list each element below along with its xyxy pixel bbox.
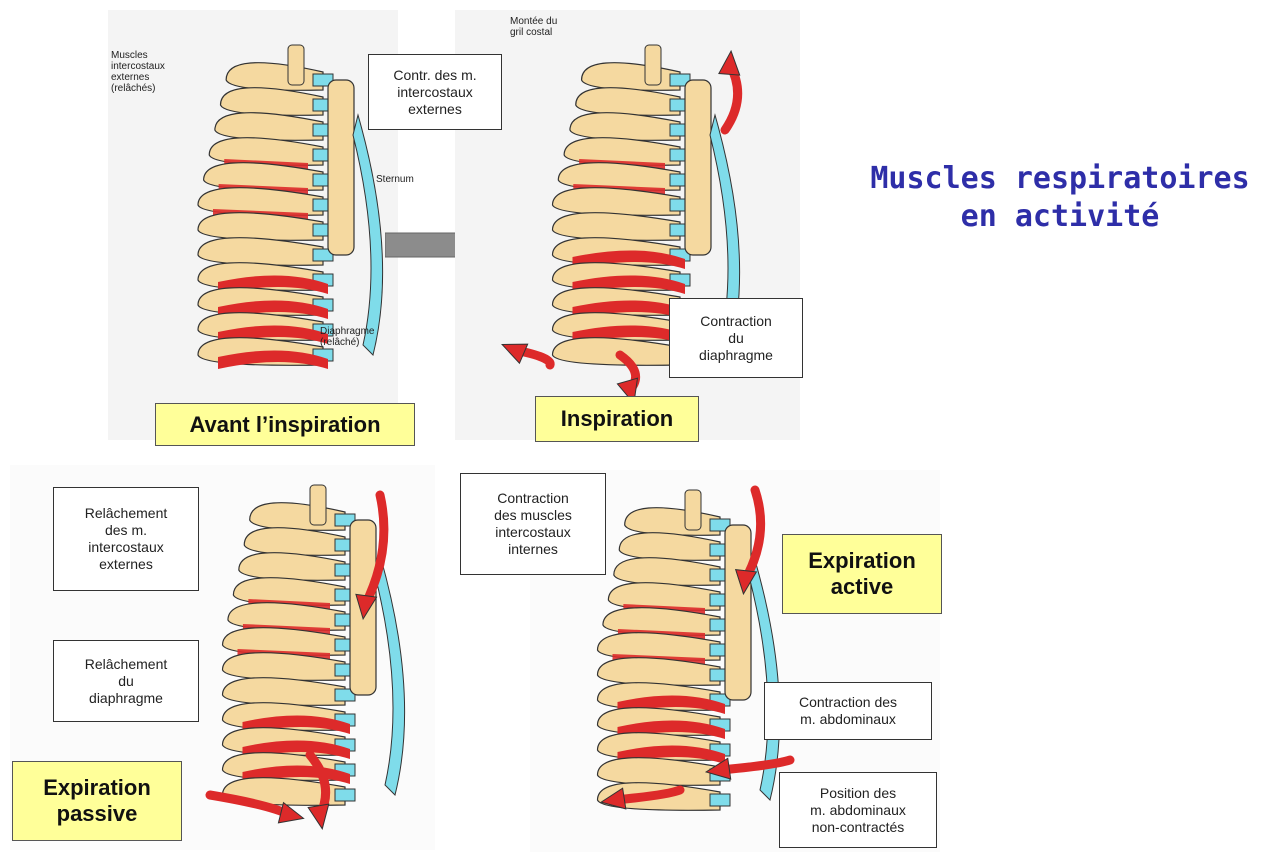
rib	[239, 553, 345, 581]
spine	[288, 45, 304, 85]
spine	[685, 490, 701, 530]
rib	[198, 238, 323, 266]
label-abdominal-rest-position: Position des m. abdominaux non-contracté…	[779, 772, 937, 848]
rib	[223, 678, 346, 706]
rib	[619, 533, 720, 561]
rib	[576, 88, 680, 116]
rib	[570, 113, 680, 141]
spine	[310, 485, 326, 525]
label-sternum: Sternum	[376, 174, 414, 185]
label-intercostal-contraction: Contr. des m. intercostaux externes	[368, 54, 502, 130]
rib	[226, 63, 323, 91]
motion-arrow-head	[502, 344, 528, 363]
stage-before-inspiration: Avant l’inspiration	[155, 403, 415, 446]
motion-arrow-head	[308, 804, 329, 829]
ribcage-group	[198, 45, 383, 369]
costal-margin	[353, 115, 383, 355]
label-intercostal-relax: Relâchement des m. intercostaux externes	[53, 487, 199, 591]
rib	[625, 508, 720, 536]
label-diaphragm-relax: Relâchement du diaphragme	[53, 640, 199, 722]
sternum	[328, 80, 354, 255]
rib	[598, 758, 721, 786]
label-abdominal-contraction: Contraction des m. abdominaux	[764, 682, 932, 740]
sternum	[685, 80, 711, 255]
page-title: Muscles respiratoires en activité	[840, 160, 1280, 236]
rib	[582, 63, 680, 91]
label-intercostal-relaxed: Muscles intercostaux externes (relâchés)	[111, 50, 201, 94]
rib	[553, 338, 681, 366]
stage-active-expiration: Expiration active	[782, 534, 942, 614]
costal-cartilage	[710, 794, 730, 806]
label-diaphragm-contraction: Contraction du diaphragme	[669, 298, 803, 378]
costal-cartilage	[335, 789, 355, 801]
ribcage-group	[210, 485, 405, 829]
motion-arrow-head	[719, 51, 740, 75]
label-rib-rise: Montée du gril costal	[510, 16, 557, 38]
rib	[614, 558, 720, 586]
rib	[553, 213, 681, 241]
label-internal-intercostal-contraction: Contraction des muscles intercostaux int…	[460, 473, 606, 575]
label-diaphragm-relaxed: Diaphragme (relâché)	[320, 326, 374, 348]
rib	[221, 88, 324, 116]
rib	[215, 113, 323, 141]
stage-passive-expiration: Expiration passive	[12, 761, 182, 841]
spine	[645, 45, 661, 85]
stage-inspiration: Inspiration	[535, 396, 699, 442]
costal-margin	[375, 555, 405, 795]
rib	[244, 528, 345, 556]
sternum	[725, 525, 751, 700]
motion-arrow-shaft	[720, 760, 790, 770]
rib	[250, 503, 345, 531]
ribcage-group	[598, 490, 791, 810]
